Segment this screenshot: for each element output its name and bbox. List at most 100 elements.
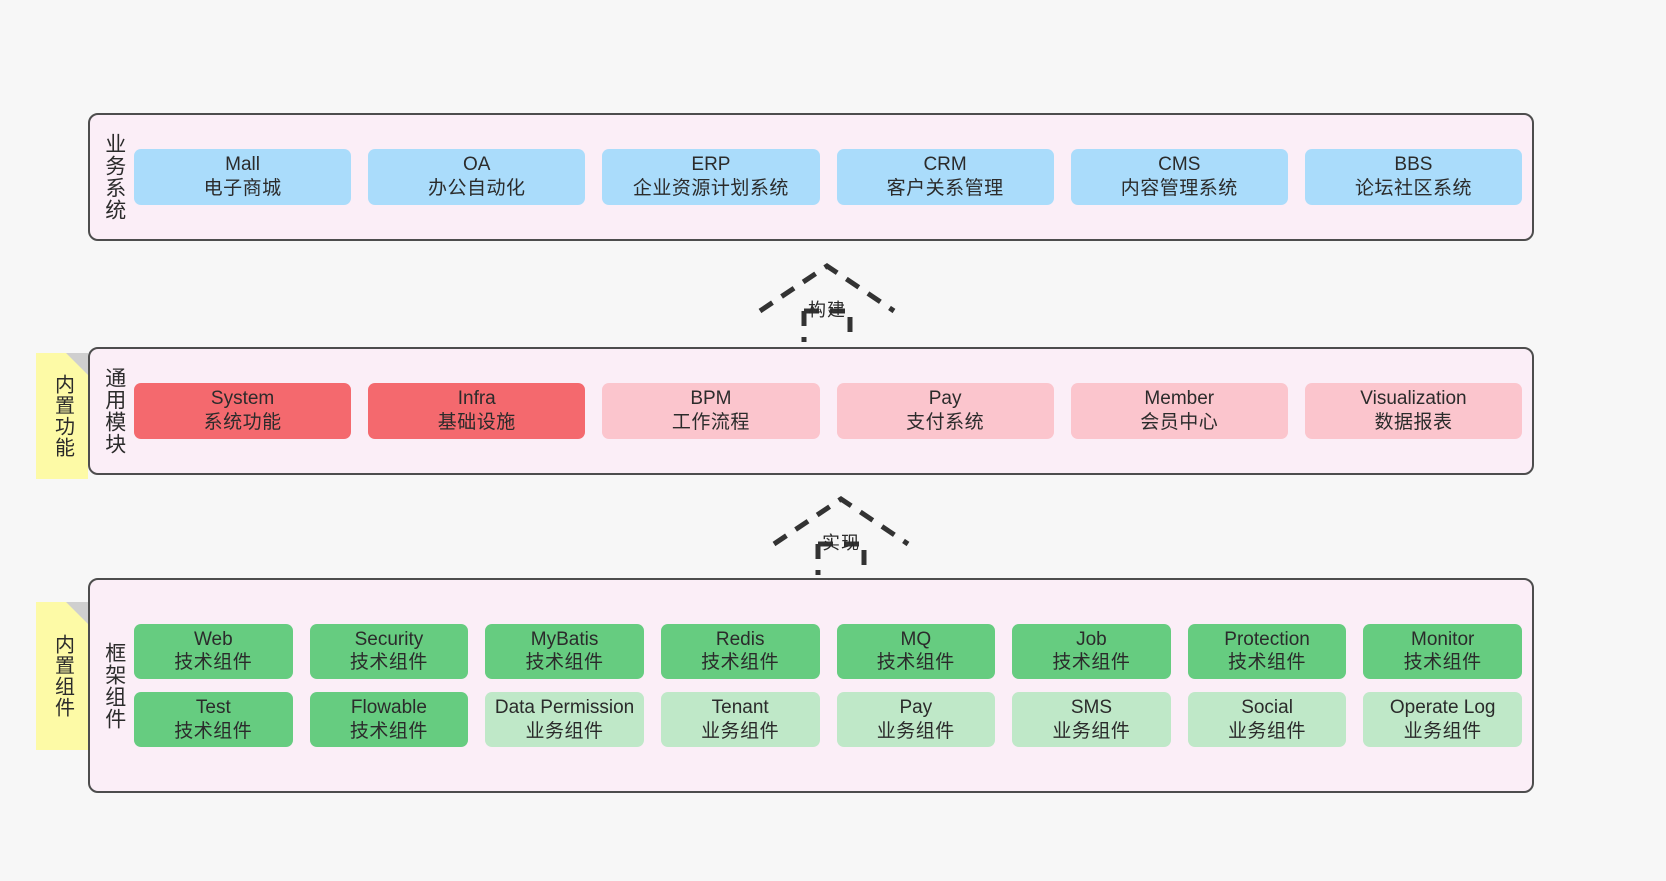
layer-body-business: Mall 电子商城 OA 办公自动化 ERP 企业资源计划系统 CRM 客户关系… xyxy=(134,123,1523,231)
relation-label-implement: 实现 xyxy=(822,533,860,553)
layer-common-module[interactable]: 通用模块 System 系统功能 Infra 基础设施 BPM 工作流程 Pay… xyxy=(88,347,1534,475)
card-job[interactable]: Job 技术组件 xyxy=(1012,623,1171,679)
card-row: Test 技术组件 Flowable 技术组件 Data Permission … xyxy=(134,692,1522,748)
card-system[interactable]: System 系统功能 xyxy=(134,383,352,439)
sticky-note-label: 内置组件 xyxy=(51,634,74,718)
card-subtitle: 业务组件 xyxy=(701,720,780,742)
card-title: BPM xyxy=(690,388,732,410)
card-subtitle: 论坛社区系统 xyxy=(1354,178,1472,199)
card-title: Security xyxy=(354,628,424,650)
card-social[interactable]: Social 业务组件 xyxy=(1187,692,1347,748)
card-title: CMS xyxy=(1158,154,1201,176)
card-infra[interactable]: Infra 基础设施 xyxy=(368,383,586,439)
card-erp[interactable]: ERP 企业资源计划系统 xyxy=(602,149,820,205)
card-subtitle: 技术组件 xyxy=(701,652,780,674)
card-tenant[interactable]: Tenant 业务组件 xyxy=(660,692,820,748)
card-test[interactable]: Test 技术组件 xyxy=(134,692,293,748)
card-title: ERP xyxy=(691,154,731,176)
card-subtitle: 业务组件 xyxy=(876,720,955,742)
card-subtitle: 技术组件 xyxy=(1052,652,1131,674)
card-title: Redis xyxy=(715,628,765,650)
layer-framework-component[interactable]: 框架组件 Web 技术组件 Security 技术组件 MyBatis 技术组件… xyxy=(88,578,1534,793)
card-row: System 系统功能 Infra 基础设施 BPM 工作流程 Pay 支付系统… xyxy=(134,383,1523,439)
card-web[interactable]: Web 技术组件 xyxy=(134,623,293,679)
folded-corner-icon xyxy=(66,353,88,375)
card-subtitle: 业务组件 xyxy=(1052,720,1131,742)
card-title: Tenant xyxy=(711,697,769,718)
card-title: Infra xyxy=(457,388,496,410)
layer-body-framework: Web 技术组件 Security 技术组件 MyBatis 技术组件 Redi… xyxy=(134,588,1522,783)
card-data-permission[interactable]: Data Permission 业务组件 xyxy=(485,692,644,748)
card-sms[interactable]: SMS 业务组件 xyxy=(1012,692,1171,748)
card-title: Visualization xyxy=(1360,388,1467,410)
layer-business-system[interactable]: 业务系统 Mall 电子商城 OA 办公自动化 ERP 企业资源计划系统 CRM… xyxy=(88,113,1534,241)
card-bpm[interactable]: BPM 工作流程 xyxy=(602,383,820,439)
card-flowable[interactable]: Flowable 技术组件 xyxy=(309,692,469,748)
card-subtitle: 客户关系管理 xyxy=(886,178,1004,199)
card-cms[interactable]: CMS 内容管理系统 xyxy=(1070,149,1288,205)
card-member[interactable]: Member 会员中心 xyxy=(1070,383,1288,439)
card-subtitle: 基础设施 xyxy=(437,412,516,433)
card-crm[interactable]: CRM 客户关系管理 xyxy=(836,149,1054,205)
card-subtitle: 办公自动化 xyxy=(428,178,526,199)
card-title: MyBatis xyxy=(530,628,599,650)
card-title: Flowable xyxy=(350,697,427,718)
card-visualization[interactable]: Visualization 数据报表 xyxy=(1304,383,1523,439)
card-title: SMS xyxy=(1070,697,1113,718)
card-redis[interactable]: Redis 技术组件 xyxy=(660,623,820,679)
card-title: Data Permission xyxy=(494,697,635,718)
card-title: Job xyxy=(1076,628,1107,650)
sticky-note-builtin-feature: 内置功能 xyxy=(36,353,88,479)
card-security[interactable]: Security 技术组件 xyxy=(309,623,469,679)
card-subtitle: 工作流程 xyxy=(671,412,750,433)
card-title: Pay xyxy=(899,697,933,718)
card-title: CRM xyxy=(923,154,967,176)
card-bbs[interactable]: BBS 论坛社区系统 xyxy=(1304,149,1523,205)
card-row: Mall 电子商城 OA 办公自动化 ERP 企业资源计划系统 CRM 客户关系… xyxy=(134,149,1523,205)
card-mq[interactable]: MQ 技术组件 xyxy=(836,623,996,679)
card-pay[interactable]: Pay 支付系统 xyxy=(836,383,1054,439)
folded-corner-icon xyxy=(66,602,88,624)
card-mybatis[interactable]: MyBatis 技术组件 xyxy=(485,623,644,679)
card-subtitle: 内容管理系统 xyxy=(1120,178,1238,199)
card-title: Pay xyxy=(928,388,962,410)
card-title: Protection xyxy=(1224,628,1310,650)
card-subtitle: 技术组件 xyxy=(349,652,428,674)
card-subtitle: 业务组件 xyxy=(1228,720,1307,742)
sticky-note-builtin-component: 内置组件 xyxy=(36,602,88,750)
layer-title-business: 业务系统 xyxy=(102,133,126,221)
card-title: Social xyxy=(1241,697,1293,718)
sticky-note-label: 内置功能 xyxy=(51,374,74,458)
card-row: Web 技术组件 Security 技术组件 MyBatis 技术组件 Redi… xyxy=(134,623,1522,679)
card-monitor[interactable]: Monitor 技术组件 xyxy=(1363,623,1522,679)
card-subtitle: 技术组件 xyxy=(1403,652,1482,674)
card-subtitle: 技术组件 xyxy=(876,652,955,674)
card-mall[interactable]: Mall 电子商城 xyxy=(134,149,352,205)
layer-body-common: System 系统功能 Infra 基础设施 BPM 工作流程 Pay 支付系统… xyxy=(134,357,1523,465)
card-title: MQ xyxy=(900,628,932,650)
card-title: Test xyxy=(195,697,231,718)
card-subtitle: 系统功能 xyxy=(203,412,282,433)
card-subtitle: 企业资源计划系统 xyxy=(632,178,789,199)
card-title: Mall xyxy=(225,154,260,176)
card-subtitle: 技术组件 xyxy=(174,720,253,742)
card-subtitle: 技术组件 xyxy=(174,652,253,674)
generalization-arrow-icon xyxy=(772,495,910,575)
generalization-arrow-icon xyxy=(758,262,896,342)
card-title: BBS xyxy=(1394,154,1433,176)
relation-implement: 实现 xyxy=(772,495,910,577)
card-oa[interactable]: OA 办公自动化 xyxy=(368,149,586,205)
card-protection[interactable]: Protection 技术组件 xyxy=(1187,623,1347,679)
card-subtitle: 技术组件 xyxy=(525,652,604,674)
card-pay-business[interactable]: Pay 业务组件 xyxy=(836,692,996,748)
card-title: Monitor xyxy=(1411,628,1475,650)
card-title: OA xyxy=(463,154,491,176)
relation-build: 构建 xyxy=(758,262,896,344)
card-operate-log[interactable]: Operate Log 业务组件 xyxy=(1363,692,1522,748)
card-title: Web xyxy=(193,628,233,650)
card-subtitle: 支付系统 xyxy=(906,412,985,433)
card-subtitle: 数据报表 xyxy=(1374,412,1453,433)
card-subtitle: 业务组件 xyxy=(525,720,604,742)
layer-title-common: 通用模块 xyxy=(102,367,126,455)
